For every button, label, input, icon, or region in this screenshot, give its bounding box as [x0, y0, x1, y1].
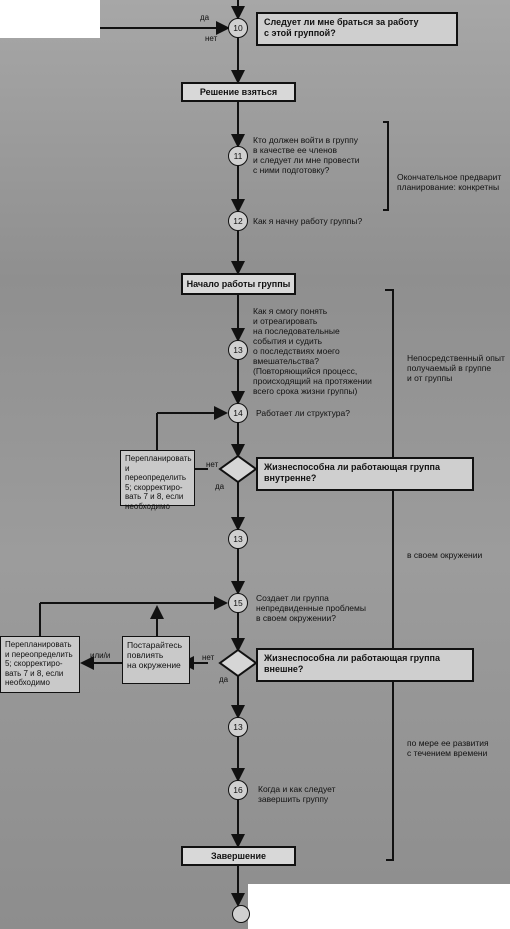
decision-internal-box: Жизнеспособна ли работающая группа внутр…: [256, 457, 474, 491]
question-15-text: Создает ли группа непредвиденные проблем…: [256, 593, 366, 623]
blank-corner-top: [0, 0, 100, 38]
yes-label-external: да: [219, 675, 229, 684]
note-environment: в своем окружении: [407, 550, 483, 560]
final-circle: [232, 905, 250, 923]
influence-environment-box: Постарайтесь повлиять на окружение: [122, 636, 190, 684]
step-13a-circle: 13: [228, 340, 248, 360]
yes-label-top: да: [200, 13, 210, 22]
no-label-top: нет: [205, 34, 218, 43]
question-12-text: Как я начну работу группы?: [253, 216, 363, 226]
replan-box-external: Перепланировать и переопределить 5; скор…: [0, 636, 80, 693]
question-11-text: Кто должен войти в группу в качестве ее …: [253, 135, 360, 175]
yes-label-internal: да: [215, 482, 225, 491]
decision-diamond-internal: [218, 454, 258, 484]
no-label-external: нет: [202, 653, 215, 662]
question-10-box: Следует ли мне браться за работу с этой …: [256, 12, 458, 46]
decision-diamond-external: [218, 648, 258, 678]
step-14-circle: 14: [228, 403, 248, 423]
replan-box-internal: Перепланировать и переопределить 5; скор…: [120, 450, 195, 511]
no-label-internal: нет: [206, 460, 219, 469]
or-and-label: или/и: [90, 651, 111, 660]
note-direct-experience: Непосредственный опыт получаемый в групп…: [407, 353, 505, 383]
step-15-circle: 15: [228, 593, 248, 613]
step-11-circle: 11: [228, 146, 248, 166]
step-13b-circle: 13: [228, 529, 248, 549]
decision-taken-box: Решение взяться: [181, 82, 296, 102]
step-13c-circle: 13: [228, 717, 248, 737]
question-16-text: Когда и как следует завершить группу: [258, 784, 336, 804]
step-10-circle: 10: [228, 18, 248, 38]
start-work-box: Начало работы группы: [181, 273, 296, 295]
question-14-text: Работает ли структура?: [256, 408, 350, 418]
decision-external-box: Жизнеспособна ли работающая группа внешн…: [256, 648, 474, 682]
completion-box: Завершение: [181, 846, 296, 866]
step-12-circle: 12: [228, 211, 248, 231]
note-final-planning: Окончательное предварит планирование: ко…: [397, 172, 502, 192]
step-16-circle: 16: [228, 780, 248, 800]
blank-corner-bottom: [248, 884, 510, 929]
question-13a-text: Как я смогу понять и отреагировать на по…: [253, 306, 372, 396]
note-development: по мере ее развития с течением времени: [407, 738, 489, 758]
